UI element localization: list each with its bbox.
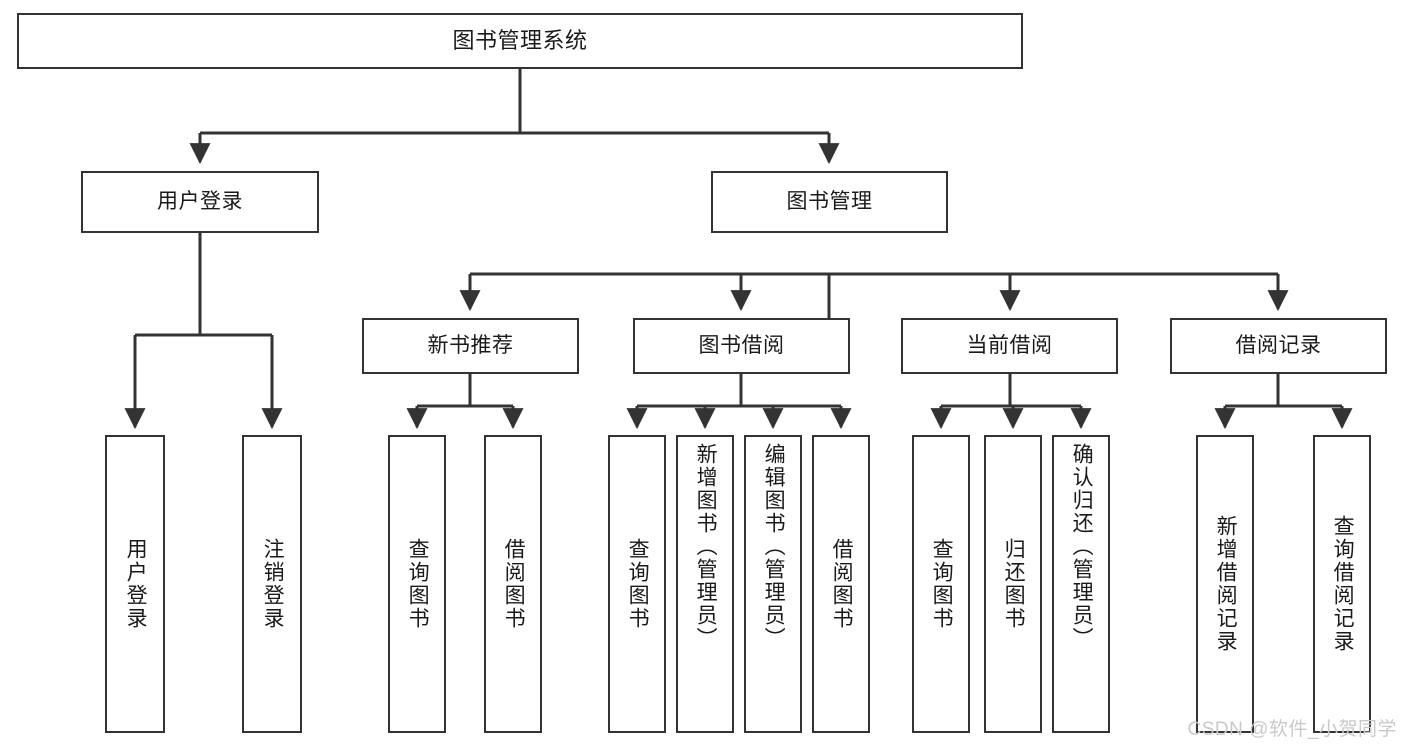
node-leaf-query-borrow-record[interactable]: 查询借阅记录: [1313, 435, 1371, 733]
node-leaf-borrow-book-recommend[interactable]: 借阅图书: [484, 435, 542, 733]
node-leaf-return-book[interactable]: 归还图书: [984, 435, 1042, 733]
node-leaf-confirm-return[interactable]: 确认归还（管理员）: [1052, 435, 1110, 733]
node-leaf-add-book[interactable]: 新增图书（管理员）: [676, 435, 734, 733]
node-label: 图书借阅: [698, 333, 785, 357]
node-label: 借阅记录: [1235, 333, 1322, 357]
node-leaf-query-book-recommend[interactable]: 查询图书: [388, 435, 446, 733]
node-leaf-query-book-borrow[interactable]: 查询图书: [608, 435, 666, 733]
node-label: 查询图书: [626, 538, 650, 630]
node-label: 图书管理: [786, 189, 873, 213]
node-label: 用户登录: [124, 538, 148, 630]
node-label: 归还图书: [1002, 538, 1026, 630]
node-label: 注销登录: [261, 538, 285, 630]
node-label: 用户登录: [157, 189, 243, 213]
node-new-book-recommend[interactable]: 新书推荐: [362, 318, 579, 374]
node-leaf-borrow-book[interactable]: 借阅图书: [812, 435, 870, 733]
node-label: 编辑图书（管理员）: [762, 443, 786, 650]
node-label: 新增借阅记录: [1214, 515, 1238, 653]
node-borrow-record[interactable]: 借阅记录: [1170, 318, 1387, 374]
node-label: 图书管理系统: [452, 28, 588, 54]
node-current-borrow[interactable]: 当前借阅: [901, 318, 1118, 374]
node-leaf-logout[interactable]: 注销登录: [242, 435, 302, 733]
node-label: 新增图书（管理员）: [694, 443, 718, 650]
node-label: 借阅图书: [830, 538, 854, 630]
node-leaf-add-borrow-record[interactable]: 新增借阅记录: [1196, 435, 1254, 733]
node-label: 借阅图书: [502, 538, 526, 630]
node-label: 查询图书: [930, 538, 954, 630]
node-book-manage[interactable]: 图书管理: [711, 171, 948, 233]
node-book-borrow[interactable]: 图书借阅: [633, 318, 850, 374]
node-label: 新书推荐: [427, 333, 514, 357]
node-leaf-user-login[interactable]: 用户登录: [105, 435, 165, 733]
node-label: 查询借阅记录: [1331, 515, 1355, 653]
watermark: CSDN @软件_小贺同学: [1187, 719, 1397, 740]
node-label: 确认归还（管理员）: [1070, 443, 1094, 650]
node-label: 查询图书: [406, 538, 430, 630]
node-label: 当前借阅: [966, 333, 1053, 357]
node-leaf-query-book-current[interactable]: 查询图书: [912, 435, 970, 733]
node-leaf-edit-book[interactable]: 编辑图书（管理员）: [744, 435, 802, 733]
node-user-login[interactable]: 用户登录: [81, 171, 319, 233]
node-book-management-system[interactable]: 图书管理系统: [17, 13, 1023, 69]
